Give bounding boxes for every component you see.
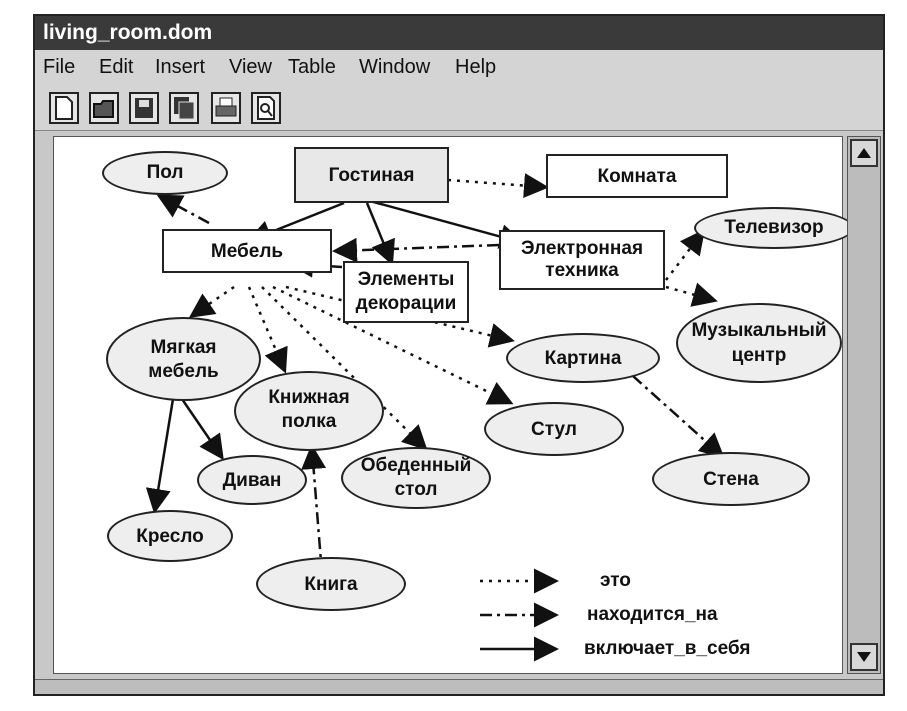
window-title: living_room.dom (43, 21, 213, 44)
diagram-edges (145, 173, 725, 662)
save-all-icon[interactable] (169, 92, 199, 124)
node-label: Кресло (136, 526, 204, 547)
legend-label-eto: это (600, 570, 631, 591)
node-label: Стена (703, 469, 759, 490)
node-kniga[interactable]: Книга (256, 557, 406, 611)
vertical-scrollbar[interactable] (847, 136, 881, 674)
node-kartina[interactable]: Картина (506, 333, 660, 383)
node-label-line1: Книжная (268, 387, 350, 408)
diagram-canvas[interactable]: Гостиная Комната Мебель Электронная техн… (53, 136, 854, 674)
node-komnata[interactable]: Комната (546, 154, 728, 198)
node-gostinaya[interactable]: Гостиная (294, 147, 449, 203)
edge-gostinaya-komnata (447, 173, 549, 199)
node-label: Пол (146, 162, 184, 183)
node-label: Телевизор (724, 217, 824, 238)
node-pol[interactable]: Пол (102, 151, 228, 195)
node-label: Диван (222, 470, 282, 491)
menu-table[interactable]: Table (288, 56, 336, 78)
edge-elektr-muz (665, 282, 718, 307)
print-icon[interactable] (211, 92, 241, 124)
node-elektronnaya[interactable]: Электронная техника (499, 230, 665, 290)
node-label-line1: Музыкальный (691, 320, 827, 341)
node-myagkaya-mebel[interactable]: Мягкая мебель (106, 317, 261, 401)
edge-mebel-stul (272, 285, 514, 405)
application-window: living_room.dom File Edit Insert View Ta… (33, 14, 885, 696)
node-label-line1: Элементы (357, 269, 455, 290)
edge-mebel-myagkaya (188, 285, 235, 318)
node-obedenny-stol[interactable]: Обеденный стол (341, 447, 491, 509)
node-label: Комната (597, 166, 677, 187)
node-label: Книга (304, 574, 358, 595)
edge-gostinaya-dekor (365, 202, 395, 266)
scroll-down-button[interactable] (850, 643, 878, 671)
node-label-line2: полка (281, 411, 337, 432)
window-bottom-border (35, 679, 883, 694)
open-folder-icon[interactable] (89, 92, 119, 124)
edge-kartina-stena (613, 358, 725, 459)
edge-mebel-pol (156, 194, 210, 225)
node-dekor[interactable]: Элементы декорации (343, 261, 469, 323)
node-label-line2: декорации (355, 293, 457, 314)
scroll-up-button[interactable] (850, 139, 878, 167)
node-divan[interactable]: Диван (197, 455, 307, 505)
edge-myagkaya-kreslo (145, 398, 175, 514)
edge-kniga-knizhnaya (301, 444, 327, 575)
new-file-icon[interactable] (49, 92, 79, 124)
node-label-line2: мебель (148, 361, 219, 382)
node-televizor[interactable]: Телевизор (694, 207, 854, 249)
edge-elektr-televizor (665, 229, 706, 281)
title-bar[interactable]: living_room.dom (35, 16, 883, 50)
node-label: Гостиная (328, 165, 415, 186)
edge-dekor-mebel (288, 252, 343, 278)
node-label-line1: Мягкая (150, 337, 217, 358)
node-muz-tsentr[interactable]: Музыкальный центр (676, 303, 842, 383)
node-label: Мебель (210, 241, 284, 262)
toolbar (35, 84, 883, 131)
node-label-line2: стол (394, 479, 438, 500)
menu-insert[interactable]: Insert (155, 56, 206, 78)
print-preview-icon[interactable] (251, 92, 281, 124)
edge-mebel-knizhnaya (247, 286, 288, 374)
edge-myagkaya-divan (180, 398, 224, 461)
edge-mebel-kartina (285, 285, 515, 348)
node-label-line2: центр (731, 345, 787, 366)
node-label-line1: Обеденный (360, 455, 472, 476)
legend-label-vklyuchaet: включает_в_себя (584, 638, 751, 659)
node-stena[interactable]: Стена (652, 452, 810, 506)
edge-elektr-mebel (332, 237, 500, 263)
menu-edit[interactable]: Edit (99, 56, 134, 78)
edge-gostinaya-elektr (369, 199, 525, 249)
legend-label-nakhoditsya: находится_на (587, 604, 718, 625)
node-knizhnaya-polka[interactable]: Книжная полка (234, 371, 384, 451)
node-stul[interactable]: Стул (484, 402, 624, 456)
save-icon[interactable] (129, 92, 159, 124)
node-label-line1: Электронная (520, 238, 644, 259)
menu-file[interactable]: File (43, 56, 76, 78)
edge-mebel-obed (261, 286, 428, 451)
menu-window[interactable]: Window (359, 56, 431, 78)
node-label: Стул (531, 419, 577, 440)
node-kreslo[interactable]: Кресло (107, 510, 233, 562)
menu-view[interactable]: View (229, 56, 272, 78)
menu-help[interactable]: Help (455, 56, 497, 78)
node-mebel[interactable]: Мебель (162, 229, 332, 273)
node-label-line2: техника (545, 260, 619, 281)
node-label: Картина (544, 348, 622, 369)
menu-bar: File Edit Insert View Table Window Help (35, 50, 883, 84)
